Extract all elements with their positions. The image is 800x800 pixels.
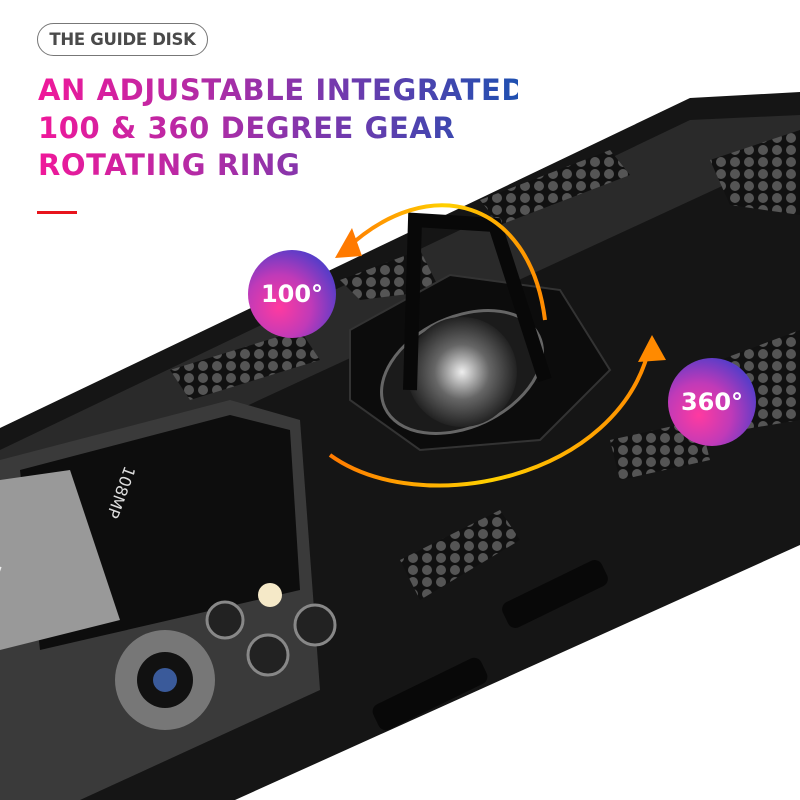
camera-lens [293,603,337,647]
headline-line: 100 & 360 DEGREE GEAR [38,110,456,145]
arrowhead [335,228,362,258]
tilt-arrow [343,203,547,321]
headline-line: AN ADJUSTABLE INTEGRATED [38,73,527,107]
metal-disc [407,317,517,427]
phone-brand: POCO [0,516,8,603]
side-button [502,560,608,628]
grip-panel [400,510,520,600]
headline: AN ADJUSTABLE INTEGRATED 100 & 360 DEGRE… [38,72,518,185]
camera-lens [205,600,245,640]
grip-panel [170,330,320,400]
badge-360-degree: 360° [668,358,756,446]
side-button [372,657,488,731]
camera-module: 108MP POCO [0,400,337,800]
flash [258,583,282,607]
arrowhead [638,335,666,362]
camera-lens [246,633,290,677]
badge-100-degree: 100° [248,250,336,338]
grip-panel [480,150,630,225]
rotate-arrow [328,344,652,488]
accent-divider [37,211,77,214]
tag-label: THE GUIDE DISK [37,23,208,56]
ring [403,212,552,391]
headline-line: ROTATING RING [38,148,301,182]
grip-panel [710,130,800,215]
